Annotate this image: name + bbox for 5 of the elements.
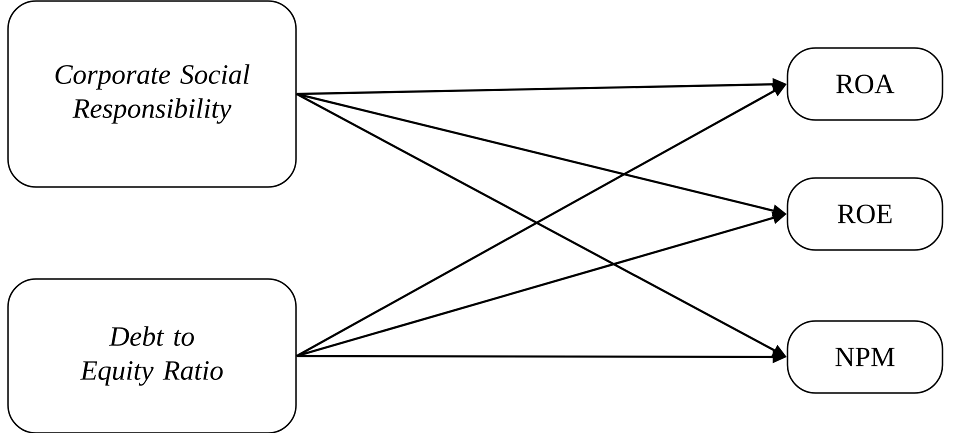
variable-box: ROA xyxy=(786,47,944,121)
variable-box: ROE xyxy=(786,177,944,251)
variable-box: NPM xyxy=(786,320,944,394)
variable-box: Debt to Equity Ratio xyxy=(7,278,297,433)
variable-box: Corporate Social Responsibility xyxy=(7,0,297,188)
